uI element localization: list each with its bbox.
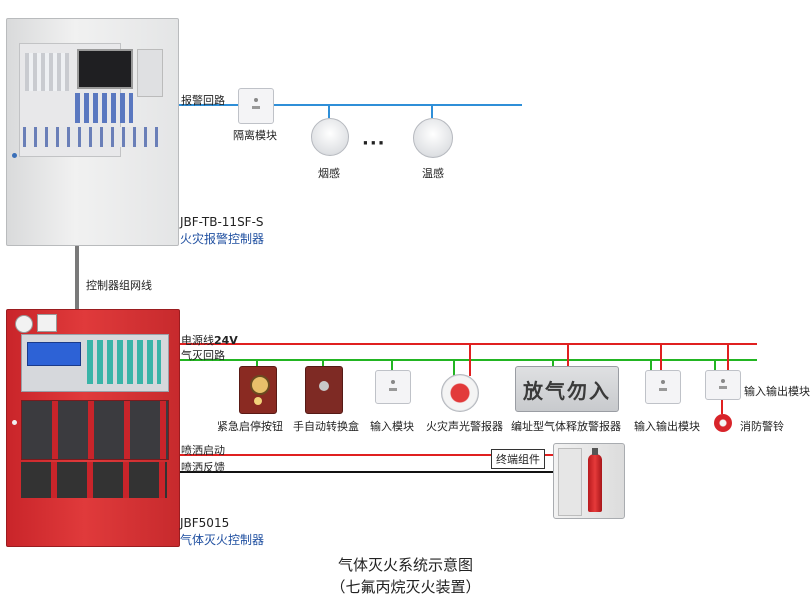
io-module-1-label: 输入输出模块 <box>634 420 700 433</box>
controller-screen <box>77 49 133 89</box>
gas-loop-label: 气灭回路 <box>181 349 225 362</box>
power-line-text: 电源线 <box>181 334 214 347</box>
isolation-module <box>238 88 274 124</box>
gas-cylinder <box>588 454 602 512</box>
ccc-badge <box>15 315 33 333</box>
isolation-module-label: 隔离模块 <box>233 129 277 142</box>
network-label: 控制器组网线 <box>86 279 152 292</box>
spray-start-label: 喷洒启动 <box>181 444 225 457</box>
smoke-detector-label: 烟感 <box>318 167 340 180</box>
gas-release-sign-text: 放气勿入 <box>523 379 611 403</box>
heat-detector-label: 温感 <box>422 167 444 180</box>
emergency-stop-label: 紧急启停按钮 <box>217 420 283 433</box>
fire-alarm-bell-label: 消防警铃 <box>740 420 784 433</box>
io-module-2 <box>705 370 741 400</box>
emergency-stop-button <box>239 366 277 414</box>
alarm-loop-label: 报警回路 <box>181 94 225 107</box>
auto-manual-switch-box <box>305 366 343 414</box>
spray-feedback-label: 喷洒反馈 <box>181 461 225 474</box>
gas-model-label: JBF5015 <box>180 516 230 530</box>
terminal-assembly-label: 终端组件 <box>491 449 545 469</box>
lcd-screen <box>27 342 81 366</box>
sound-light-alarm <box>441 374 479 412</box>
gas-release-alarm-sign: 放气勿入 <box>515 366 619 412</box>
fire-alarm-model-label: JBF-TB-11SF-S <box>180 215 264 229</box>
diagram-subtitle: （七氟丙烷灭火装置） <box>330 578 481 596</box>
gas-extinguishing-controller <box>6 309 180 547</box>
fire-alarm-bell <box>714 414 732 432</box>
gas-name-label: 气体灭火控制器 <box>180 533 265 547</box>
power-voltage-text: 24V <box>214 334 238 347</box>
fire-alarm-name-label: 火灾报警控制器 <box>180 232 265 246</box>
diagram-title: 气体灭火系统示意图 <box>337 556 473 574</box>
io-module-2-label: 输入输出模块 <box>744 385 810 398</box>
input-module <box>375 370 411 404</box>
ellipsis-text: ··· <box>362 133 386 154</box>
gas-release-alarm-label: 编址型气体释放警报器 <box>511 420 621 433</box>
input-module-label: 输入模块 <box>370 420 414 433</box>
auto-manual-switch-label: 手自动转换盒 <box>293 420 359 433</box>
io-module-1 <box>645 370 681 404</box>
smoke-detector <box>311 118 349 156</box>
gas-extinguishing-cabinet <box>553 443 625 519</box>
heat-detector <box>413 118 453 158</box>
fire-alarm-controller <box>6 18 179 246</box>
power-line-label: 电源线24V <box>181 332 238 348</box>
sound-light-alarm-label: 火灾声光警报器 <box>426 420 503 433</box>
